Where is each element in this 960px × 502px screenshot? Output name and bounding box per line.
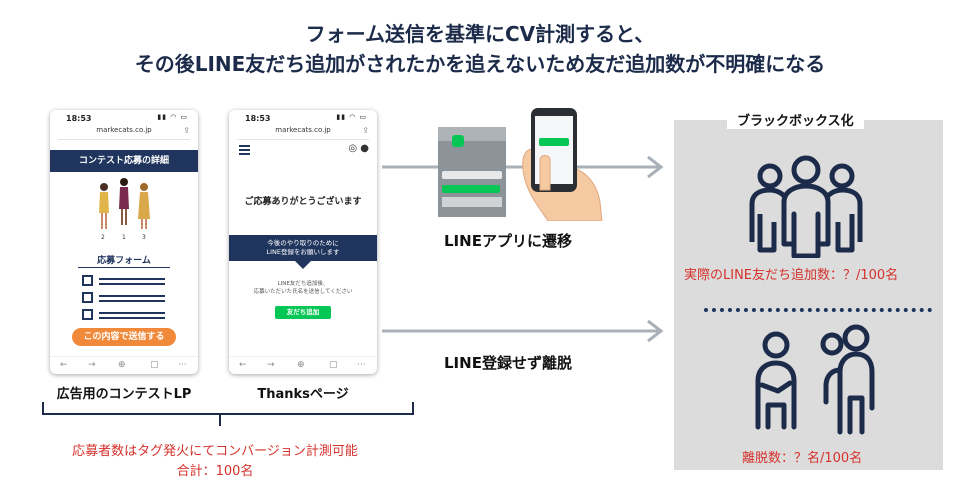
black-box-title: ブラックボックス化	[727, 110, 864, 129]
contest-banner: コンテスト応募の詳細	[50, 150, 198, 172]
thanks-page-screenshot: 18:53 ▮▮ ◠ ▭ markecats.co.jp ⇪ ◎ ● ご応募あり…	[229, 110, 377, 374]
browser-nav-bar: ← → ⊕ ▢ ···	[229, 356, 377, 374]
back-icon: ←	[239, 360, 247, 370]
form-heading: 応募フォーム	[97, 256, 151, 266]
browser-nav-bar: ← → ⊕ ▢ ···	[50, 356, 198, 374]
rank-number: 3	[142, 234, 146, 241]
leaving-person-icon	[820, 324, 875, 435]
form-divider	[78, 267, 170, 268]
tabs-icon: ▢	[150, 360, 159, 370]
note-line-1: LINE友だち追加後、	[277, 281, 329, 287]
field-line	[99, 312, 165, 314]
banner-line-2: LINE登録をお願いします	[266, 248, 340, 256]
drop-off-arrow	[382, 319, 664, 343]
to-line-app-label: LINEアプリに遷移	[444, 232, 572, 250]
conversion-note-line-1: 応募者数はタグ発火にてコンバージョン計測可能	[72, 444, 358, 459]
dotted-divider	[704, 308, 932, 312]
title-line-2: その後LINE友だち追加がされたかを追えないため友だ追加数が不明確になる	[134, 52, 826, 76]
grouping-bracket	[42, 402, 414, 426]
field-line	[99, 278, 165, 280]
hesitant-person-icon	[755, 331, 797, 430]
form-field-row	[82, 275, 168, 287]
more-icon: ···	[178, 360, 187, 370]
submit-button: この内容で送信する	[72, 328, 176, 346]
contest-lp-caption: 広告用のコンテストLP	[56, 387, 192, 402]
rank-number: 1	[122, 234, 126, 241]
status-bar: 18:53 ▮▮ ◠ ▭	[229, 110, 377, 126]
line-added-count-label: 実際のLINE友だち追加数：？/100名	[684, 268, 899, 283]
site-header: ◎ ●	[229, 140, 377, 156]
group-of-people-icon	[749, 155, 863, 258]
forward-icon: →	[267, 360, 275, 370]
field-checkbox	[82, 292, 93, 303]
hand-holding-phone-icon	[522, 108, 603, 221]
line-app-screenshot	[438, 127, 506, 217]
contest-lp-screenshot: 18:53 ▮▮ ◠ ▭ markecats.co.jp ⇪ コンテスト応募の詳…	[50, 110, 198, 374]
line-instructions: LINE友だち追加後、 応募いただいた氏名を送信してください	[229, 280, 377, 296]
forward-icon: →	[88, 360, 96, 370]
banner-pointer	[295, 261, 311, 269]
field-checkbox	[82, 309, 93, 320]
note-line-2: 応募いただいた氏名を送信してください	[253, 289, 353, 295]
url-bar: markecats.co.jp ⇪	[237, 126, 369, 140]
field-checkbox	[82, 275, 93, 286]
account-icons: ◎ ●	[348, 143, 369, 154]
field-line	[99, 317, 165, 319]
signal-icons: ▮▮ ◠ ▭	[157, 113, 188, 121]
line-add-friend-button: 友だち追加	[275, 306, 331, 319]
title-line-1: フォーム送信を基準にCV計測すると、	[305, 22, 655, 46]
rank-number: 2	[101, 234, 105, 241]
thanks-heading: ご応募ありがとうございます	[244, 197, 362, 207]
line-request-banner: 今後のやり取りのために LINE登録をお願いします	[229, 235, 377, 261]
new-tab-icon: ⊕	[118, 360, 126, 370]
field-line	[99, 283, 165, 285]
hamburger-menu-icon	[239, 145, 250, 155]
back-icon: ←	[60, 360, 68, 370]
url-text: markecats.co.jp	[275, 126, 331, 134]
status-time: 18:53	[66, 114, 92, 123]
contestants-illustration	[99, 178, 150, 229]
field-line	[99, 295, 165, 297]
form-field-row	[82, 292, 168, 304]
field-line	[99, 300, 165, 302]
new-tab-icon: ⊕	[297, 360, 305, 370]
drop-off-count-label: 離脱数：？名/100名	[742, 451, 863, 466]
status-time: 18:53	[245, 114, 271, 123]
form-field-row	[82, 309, 168, 321]
url-text: markecats.co.jp	[96, 126, 152, 134]
url-bar: markecats.co.jp ⇪	[58, 126, 190, 140]
to-line-app-arrow	[382, 155, 664, 179]
thanks-page-caption: Thanksページ	[257, 387, 349, 402]
signal-icons: ▮▮ ◠ ▭	[336, 113, 367, 121]
share-icon: ⇪	[183, 126, 190, 135]
banner-line-1: 今後のやり取りのために	[267, 239, 339, 247]
share-icon: ⇪	[362, 126, 369, 135]
status-bar: 18:53 ▮▮ ◠ ▭	[50, 110, 198, 126]
conversion-note-line-2: 合計：100名	[176, 464, 254, 479]
tabs-icon: ▢	[329, 360, 338, 370]
more-icon: ···	[357, 360, 366, 370]
drop-off-label: LINE登録せず離脱	[444, 354, 572, 372]
